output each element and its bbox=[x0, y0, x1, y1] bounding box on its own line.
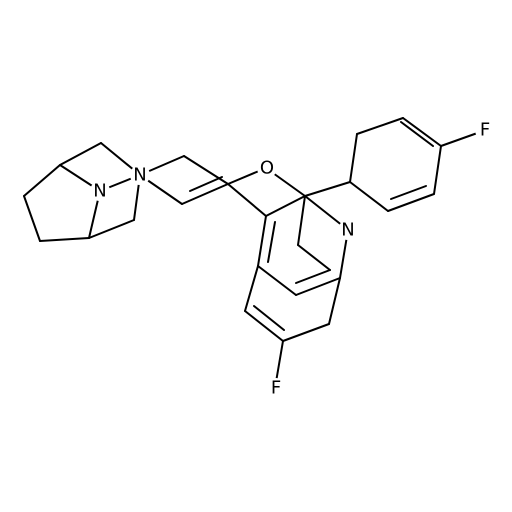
bond bbox=[297, 244, 331, 271]
bond bbox=[257, 215, 267, 267]
bond bbox=[244, 310, 284, 342]
bond bbox=[227, 183, 267, 217]
bond bbox=[189, 176, 223, 192]
atom-label-n-pyridine: N bbox=[341, 220, 354, 241]
bond bbox=[181, 183, 229, 205]
bond bbox=[387, 193, 435, 212]
bond bbox=[349, 181, 389, 212]
bond bbox=[183, 155, 229, 185]
bond bbox=[402, 117, 442, 147]
bond bbox=[39, 237, 90, 242]
atom-n-piperazine: N bbox=[130, 165, 150, 186]
bond bbox=[297, 195, 306, 246]
bond bbox=[23, 164, 61, 197]
bond bbox=[328, 277, 341, 325]
bond-lines bbox=[23, 117, 484, 383]
bond bbox=[356, 117, 404, 135]
bond bbox=[433, 145, 442, 195]
bond bbox=[253, 305, 285, 331]
bond bbox=[304, 181, 351, 197]
bond bbox=[295, 277, 341, 296]
atom-n-bridge: N bbox=[90, 181, 110, 202]
atom-f-top: F bbox=[475, 120, 495, 141]
bond bbox=[59, 142, 102, 166]
bond bbox=[275, 340, 284, 383]
atom-o-ether: O bbox=[257, 158, 277, 179]
bond bbox=[265, 195, 306, 217]
bond bbox=[257, 265, 297, 296]
bond bbox=[400, 121, 434, 147]
atom-labels: F O N N N F bbox=[90, 120, 495, 399]
bond bbox=[390, 185, 427, 200]
atom-f-bottom: F bbox=[266, 378, 286, 399]
bond bbox=[349, 133, 358, 183]
atom-label-n-bridge: N bbox=[93, 181, 106, 202]
bond bbox=[295, 269, 331, 284]
bond bbox=[244, 265, 259, 312]
atom-label-f-top: F bbox=[480, 120, 490, 141]
atom-n-pyridine: N bbox=[338, 220, 358, 241]
bond bbox=[267, 221, 276, 263]
bond bbox=[88, 219, 135, 239]
bond bbox=[23, 195, 41, 242]
atom-label-o-ether: O bbox=[260, 158, 274, 179]
atom-label-n-piperazine: N bbox=[133, 165, 146, 186]
atom-label-f-bottom: F bbox=[271, 378, 281, 399]
bond bbox=[282, 323, 330, 342]
